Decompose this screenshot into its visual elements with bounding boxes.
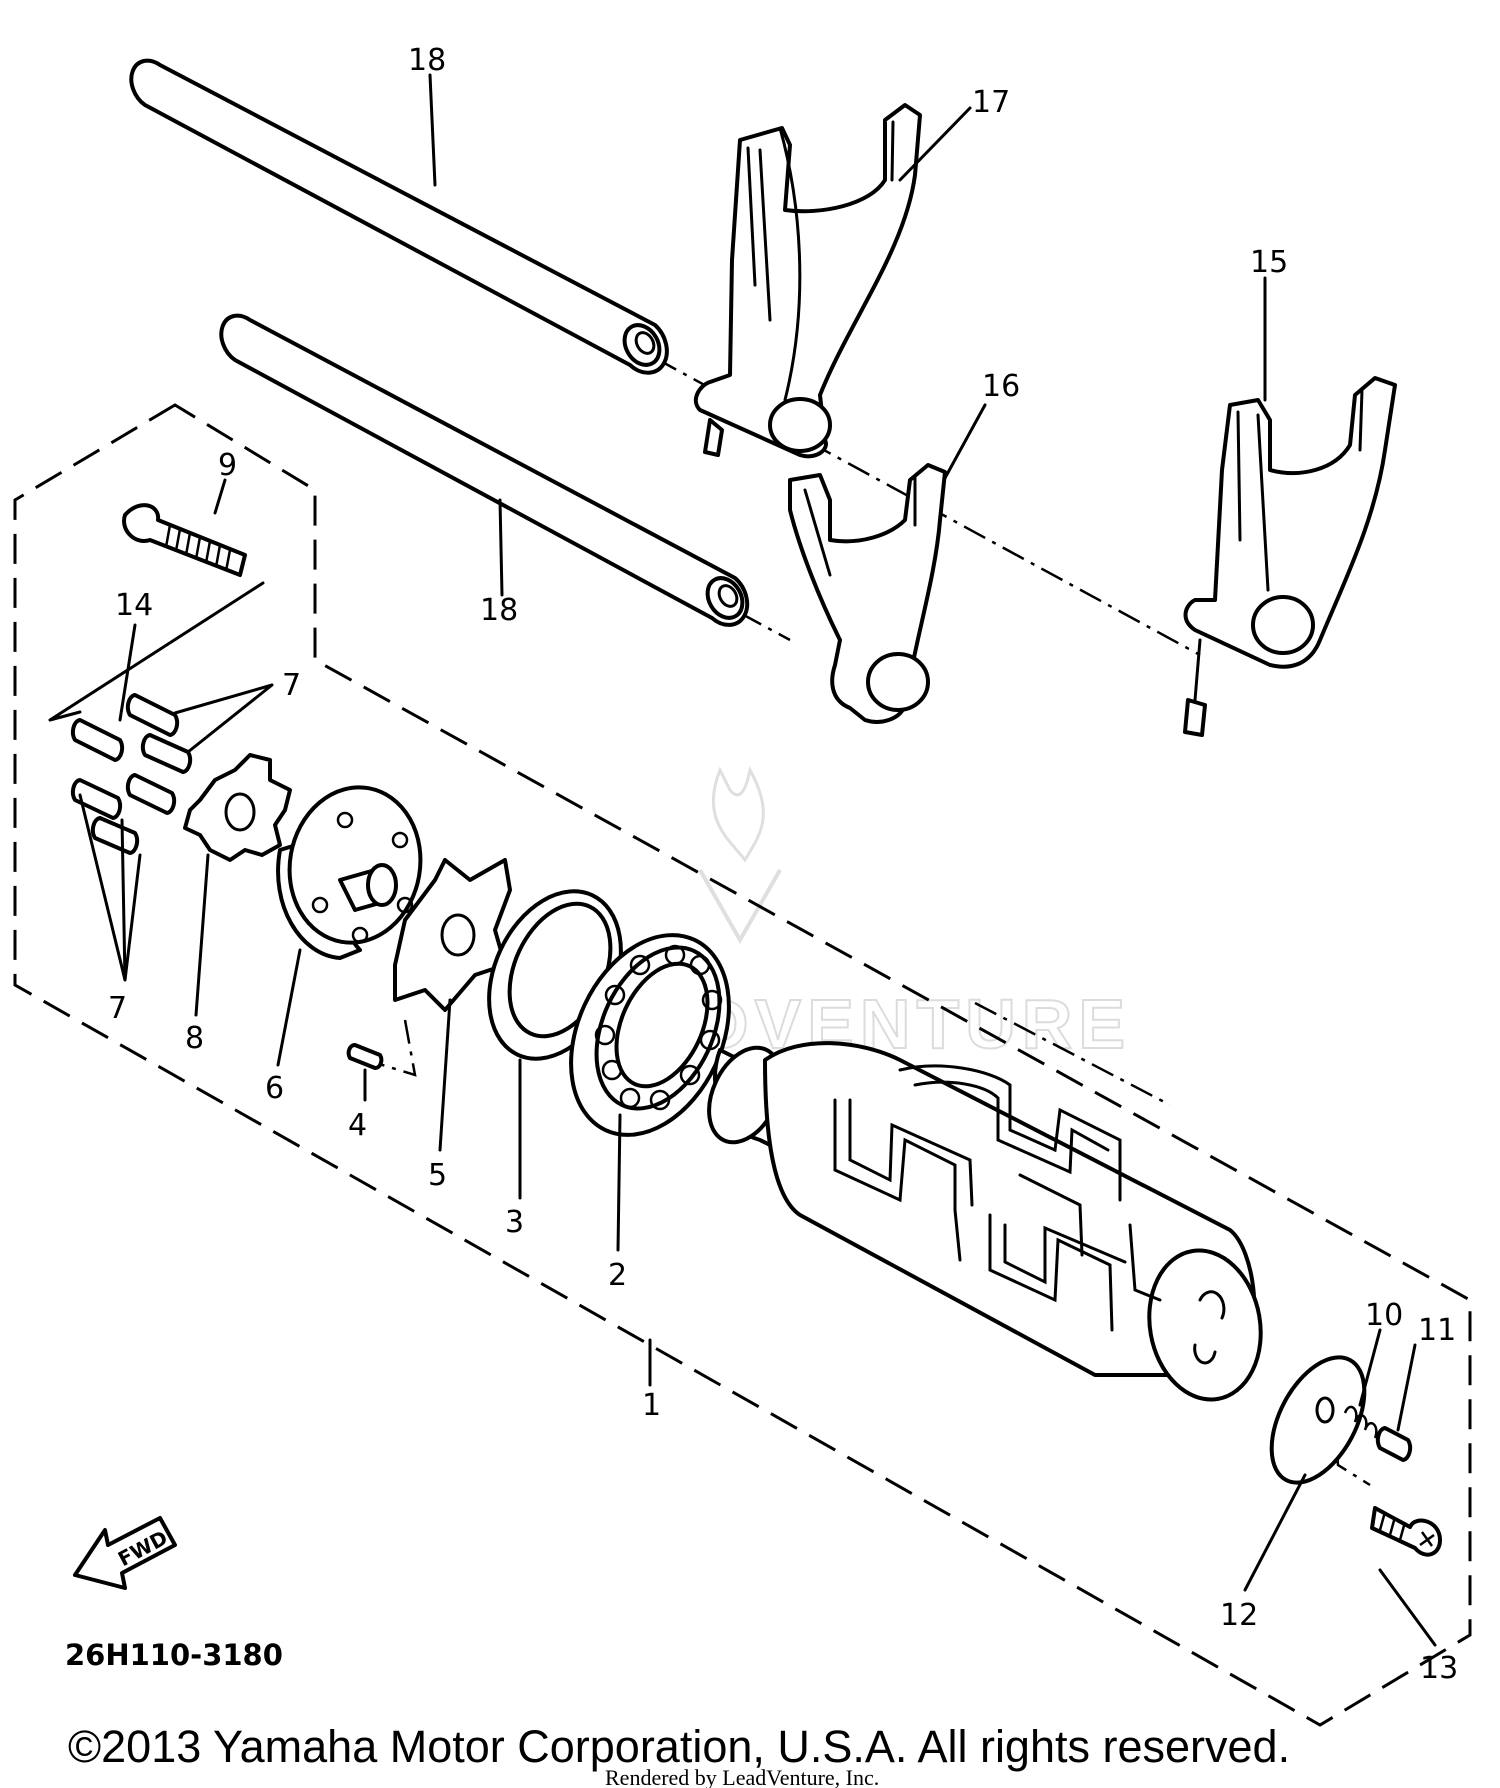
callout-7-lower: 7: [108, 991, 127, 1026]
callout-16: 16: [982, 369, 1020, 404]
dowel-pin-4: [346, 1043, 384, 1070]
callout-10: 10: [1365, 1298, 1403, 1333]
guide-bar-lower: [219, 313, 750, 627]
assembly-dashed-outline: [13, 403, 1472, 1727]
pins-group: [48, 581, 265, 855]
callout-8: 8: [185, 1021, 204, 1056]
bearing-2: [569, 933, 731, 1137]
segment-plate-8: [183, 753, 292, 862]
callout-5: 5: [428, 1158, 447, 1193]
shift-fork-17: [693, 103, 922, 459]
shift-fork-15: [1183, 376, 1397, 737]
shift-cam-drum-1: [707, 1041, 1263, 1402]
ball-11: [1375, 1426, 1413, 1462]
callout-3: 3: [505, 1205, 524, 1240]
callout-18-lower: 18: [480, 593, 518, 628]
screw-9: [122, 503, 247, 577]
callout-11: 11: [1418, 1313, 1456, 1348]
callout-13: 13: [1420, 1651, 1458, 1686]
spring-10: [1343, 1405, 1378, 1439]
leader-lines: [78, 73, 1437, 1647]
callout-4: 4: [348, 1108, 367, 1143]
screw-13: [1370, 1506, 1442, 1557]
callout-14: 14: [115, 588, 153, 623]
callout-18-upper: 18: [408, 43, 446, 78]
segment-6: [276, 785, 423, 960]
forward-arrow-icon: FWD: [73, 1516, 177, 1590]
callout-7-upper: 7: [282, 668, 301, 703]
rendered-by-credit: Rendered by LeadVenture, Inc.: [605, 1765, 879, 1788]
stopper-plate-12: [1269, 1355, 1367, 1485]
callout-6: 6: [265, 1071, 284, 1106]
callout-15: 15: [1250, 245, 1288, 280]
callout-2: 2: [608, 1258, 627, 1293]
callout-12: 12: [1220, 1598, 1258, 1633]
callout-9: 9: [218, 448, 237, 483]
callout-1: 1: [642, 1388, 661, 1423]
callout-17: 17: [972, 85, 1010, 120]
diagram-code: 26H110-3180: [65, 1638, 283, 1672]
copyright-notice: ©2013 Yamaha Motor Corporation, U.S.A. A…: [68, 1721, 1290, 1772]
guide-bar-upper: [129, 58, 669, 375]
shift-fork-16: [788, 463, 947, 724]
drum-centerline: [974, 1001, 1171, 1107]
fork-shaft-centerline-2: [739, 611, 791, 642]
